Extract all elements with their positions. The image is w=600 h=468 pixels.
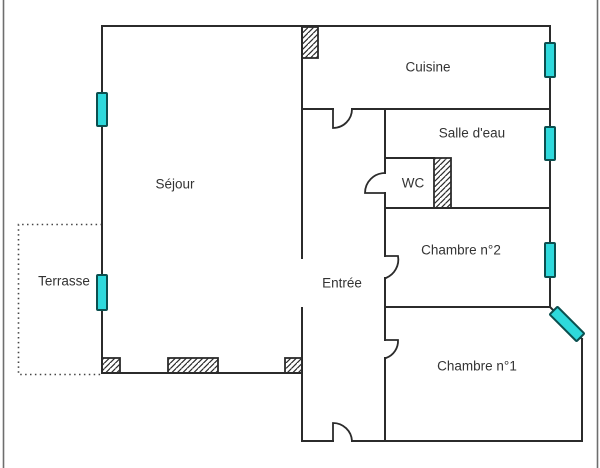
room-label-salle-deau: Salle d'eau [439, 126, 505, 141]
room-label-entree: Entrée [322, 276, 362, 291]
doors [332, 108, 400, 442]
room-label-chambre2: Chambre n°2 [421, 243, 501, 258]
entry-door-icon [332, 422, 353, 442]
terrasse-window-icon [96, 274, 108, 311]
wc-hatch [433, 157, 452, 209]
sejour-north-window-icon [96, 92, 108, 127]
chambre1-corner-window-icon [549, 306, 585, 342]
chambre1-door-icon [384, 339, 399, 360]
wc-door-icon [364, 172, 386, 194]
windows [96, 42, 585, 342]
sejour-bottom-hatch-left [101, 357, 121, 374]
hatched-walls [101, 26, 452, 374]
cuisine-door-icon [332, 108, 353, 129]
room-label-cuisine: Cuisine [405, 60, 450, 75]
sejour-bottom-hatch-middle [167, 357, 219, 374]
chambre2-window-icon [544, 242, 556, 278]
room-label-wc: WC [402, 176, 425, 191]
sejour-bottom-hatch-right [284, 357, 303, 374]
outer-walls [101, 25, 584, 442]
salle-deau-window-icon [544, 126, 556, 161]
room-label-terrasse: Terrasse [38, 274, 90, 289]
cuisine-window-icon [544, 42, 556, 78]
terrace-dashed-outline [17, 223, 102, 376]
chambre2-door-icon [384, 255, 400, 280]
cuisine-top-hatch [301, 26, 319, 59]
room-labels: Séjour Cuisine Salle d'eau WC Chambre n°… [38, 60, 517, 374]
interior-walls [301, 25, 551, 442]
room-label-sejour: Séjour [155, 177, 195, 192]
room-label-chambre1: Chambre n°1 [437, 359, 517, 374]
